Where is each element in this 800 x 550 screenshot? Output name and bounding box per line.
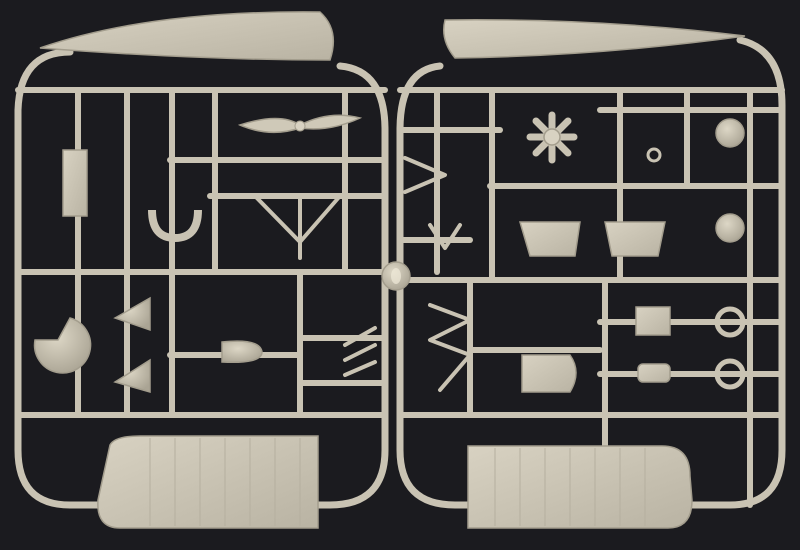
bottom-right-panel xyxy=(467,445,693,529)
wheel-parts xyxy=(646,118,746,390)
propeller-part xyxy=(237,114,363,134)
spinner-part xyxy=(381,261,411,291)
cowling-panels xyxy=(518,221,671,393)
left-small-parts xyxy=(33,149,263,393)
strut-parts xyxy=(253,156,472,392)
left-upper-blade xyxy=(39,11,335,61)
bottom-left-panel xyxy=(97,435,319,529)
right-upper-blade xyxy=(443,19,746,59)
rotary-engine-part xyxy=(526,111,578,164)
vertical-runners xyxy=(75,87,753,508)
